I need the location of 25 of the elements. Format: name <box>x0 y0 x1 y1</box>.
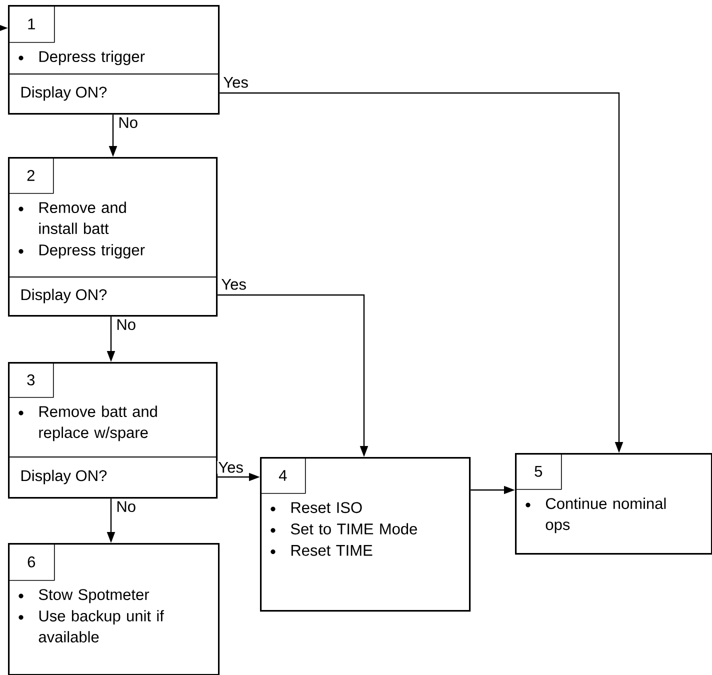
edge-label: Yes <box>217 461 244 474</box>
edge-label: Yes <box>222 76 250 89</box>
step-number: 4 <box>260 457 306 494</box>
bullet-item: Set to TIME Mode <box>270 523 417 534</box>
bullet-item: Stow Spotmeter <box>18 589 150 604</box>
bullet-item: Depress trigger <box>18 50 145 66</box>
step-number: 5 <box>515 453 562 490</box>
step-number: 6 <box>8 543 55 581</box>
bullet-item: Remove batt and replace w/spare <box>18 406 157 442</box>
step-number: 1 <box>8 5 55 43</box>
question-text: Display ON? <box>21 86 107 101</box>
bullet-item: Continue nominal ops <box>526 498 666 534</box>
edge-label: Yes <box>220 278 248 291</box>
bullet-item: Reset ISO <box>270 502 362 514</box>
edge-label: No <box>115 318 138 332</box>
question-text: Display ON? <box>21 470 107 484</box>
bullet-item: Remove and install batt <box>18 202 126 234</box>
step-number: 2 <box>8 157 54 194</box>
bullet-item: Use backup unit if available <box>18 610 164 642</box>
bullet-item: Reset TIME <box>270 545 372 556</box>
edge-label: No <box>117 116 140 130</box>
step-number: 3 <box>8 362 54 398</box>
question-text: Display ON? <box>21 288 107 304</box>
bullet-item: Depress trigger <box>18 244 145 259</box>
edge-label: No <box>115 500 138 514</box>
